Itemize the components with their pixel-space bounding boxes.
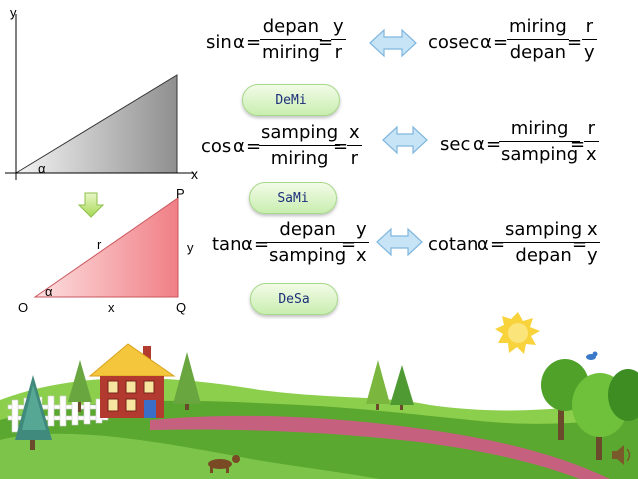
- right-triangle-OPQ: [33, 197, 179, 298]
- vertex-Q-label: Q: [176, 300, 187, 315]
- mnemonic-pill-sami: SaMi: [249, 182, 337, 214]
- side-y-label: y: [187, 240, 194, 255]
- down-arrow: [77, 192, 105, 218]
- house: [88, 343, 176, 418]
- double-arrow-icon-row2: [382, 125, 428, 155]
- vertex-P-label: P: [176, 186, 185, 201]
- side-x-label: x: [108, 300, 115, 315]
- vertex-O-label: O: [18, 300, 29, 315]
- round-tree-right: [541, 359, 638, 460]
- pine-tree-right-b: [390, 365, 414, 410]
- dog: [208, 455, 240, 473]
- pine-tree-small: [68, 360, 92, 412]
- double-arrow-icon-row1: [369, 28, 417, 58]
- mnemonic-pill-demi: DeMi: [242, 84, 340, 116]
- double-arrow-icon-row3: [376, 227, 423, 257]
- speaker-icon: [612, 445, 631, 465]
- pine-tree-mid: [173, 352, 201, 410]
- angle-label-graph: α: [38, 161, 46, 176]
- mnemonic-pill-desa: DeSa: [250, 283, 338, 315]
- side-r-label: r: [97, 237, 102, 252]
- sun: [495, 312, 540, 354]
- y-axis-label: y: [10, 5, 17, 20]
- front-hill: [0, 433, 380, 479]
- angle-label-triangle: α: [45, 284, 53, 299]
- garden-path: [150, 415, 610, 479]
- pine-tree-right-a: [366, 360, 390, 410]
- x-axis-label: x: [191, 166, 198, 182]
- bird: [586, 351, 598, 360]
- pine-tree-left: [15, 375, 52, 450]
